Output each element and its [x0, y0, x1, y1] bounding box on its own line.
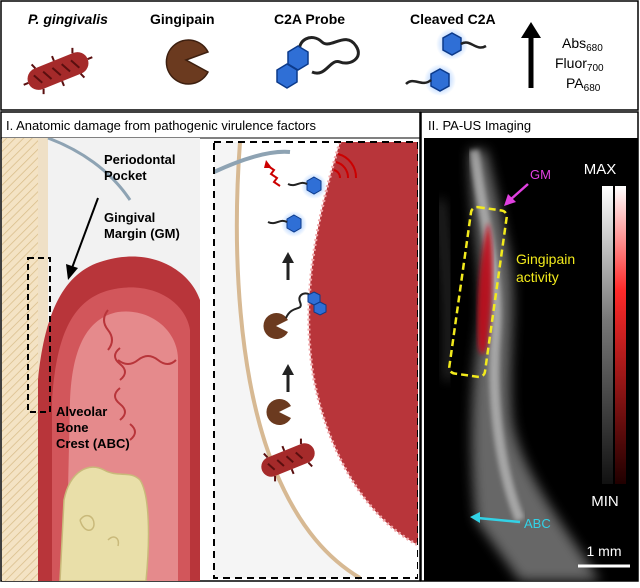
colorbar-grayscale: [602, 186, 613, 484]
tooth-illustration: [2, 138, 418, 581]
abc-label: ABC: [524, 516, 551, 531]
legend-c2a-probe-label: C2A Probe: [274, 11, 345, 27]
legend-cleaved-c2a-label: Cleaved C2A: [410, 11, 496, 27]
panel-2-title: II. PA-US Imaging: [428, 118, 531, 133]
gingipain-activity-box: [448, 205, 508, 379]
fluorescence-wave-icon: [267, 165, 281, 187]
gingival-margin-box: [27, 257, 51, 413]
colorbar-min-label: MIN: [591, 493, 619, 510]
signal-increase-arrow: [521, 22, 541, 88]
acoustic-wave-icon: [333, 153, 358, 179]
gingipain-icon-zoom: [266, 399, 291, 425]
c2a-probe-icon: [276, 36, 360, 89]
bacterium-icon: [23, 47, 93, 95]
colorbar-max-label: MAX: [584, 161, 617, 178]
panel-1-title: I. Anatomic damage from pathogenic virul…: [6, 118, 316, 133]
legend-pgingivalis-label: P. gingivalis: [28, 11, 108, 27]
gm-arrow: [504, 183, 529, 206]
gingipain-icon: [165, 39, 210, 85]
scale-bar-label: 1 mm: [587, 543, 622, 559]
legend-gingipain-label: Gingipain: [150, 11, 215, 27]
legend-pa-label: PA680: [566, 75, 601, 94]
legend-fluor-label: Fluor700: [555, 55, 604, 74]
gingipain-probe-complex-icon: [263, 291, 327, 339]
up-arrow-icon: [282, 364, 294, 392]
cleaved-c2a-icon-zoom: [267, 173, 327, 237]
gm-label: GM: [530, 167, 551, 182]
zoom-box: [213, 141, 418, 579]
colorbar-red: [615, 186, 626, 484]
abc-arrow: [470, 512, 521, 524]
cleaved-c2a-icon: [405, 28, 487, 96]
legend-abs-label: Abs680: [562, 35, 603, 54]
bacterium-icon-zoom: [261, 438, 315, 482]
up-arrow-icon: [282, 252, 294, 280]
